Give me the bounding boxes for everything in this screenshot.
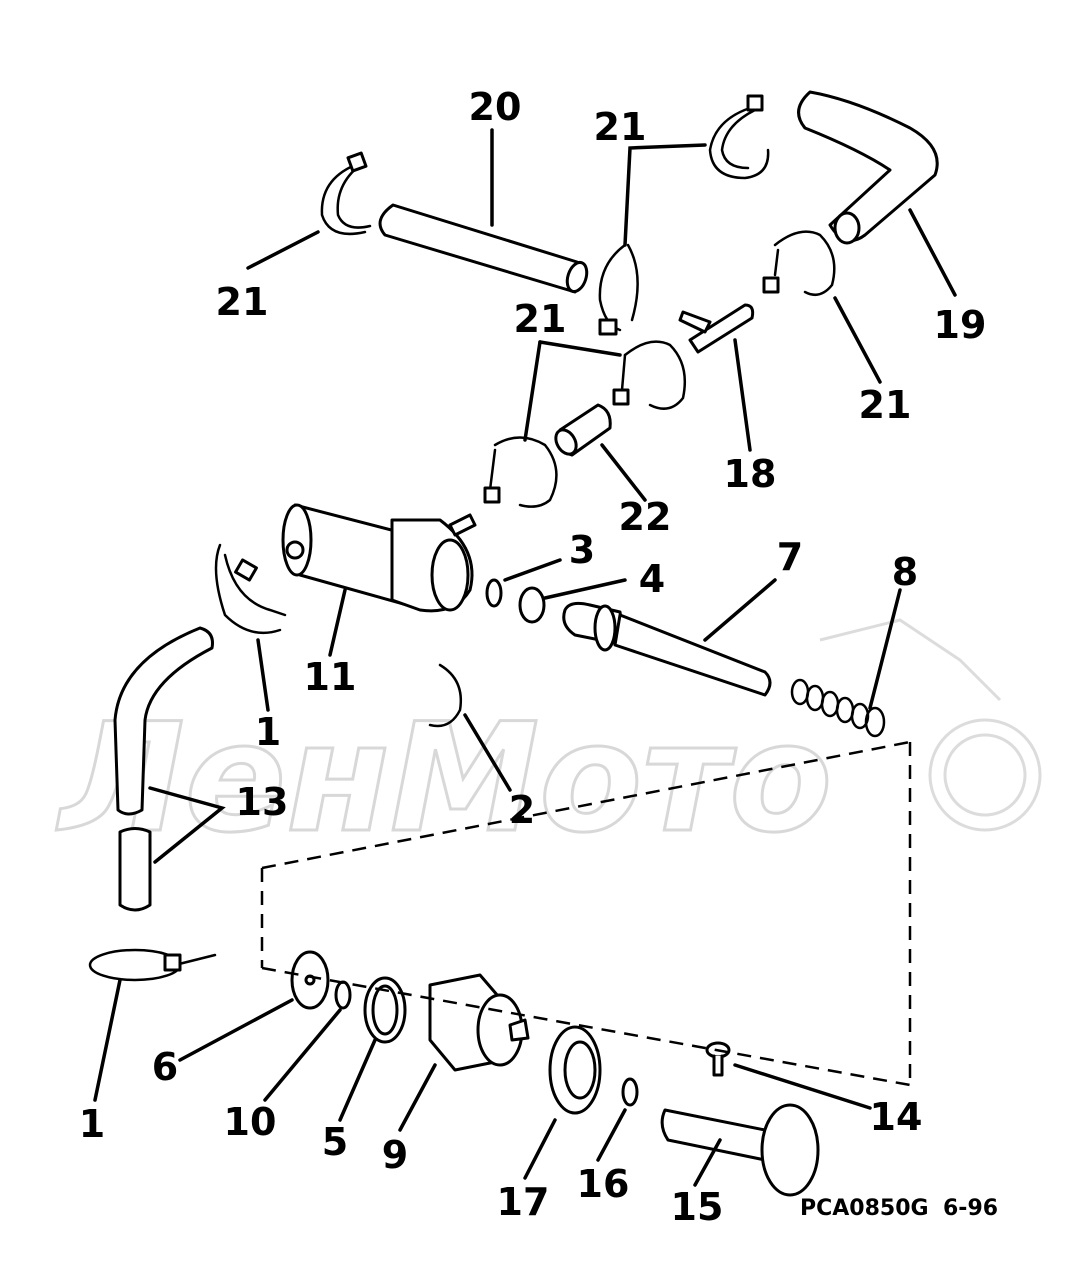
callout-19: 19 <box>934 303 987 347</box>
clamp-part-21-right <box>762 230 836 297</box>
part-code: PCA0850G <box>800 1196 929 1221</box>
callout-1-upper: 1 <box>255 710 281 754</box>
callout-20: 20 <box>469 85 522 129</box>
callout-11: 11 <box>304 655 357 699</box>
callout-10: 10 <box>224 1100 277 1144</box>
callout-18: 18 <box>724 452 777 496</box>
tube-part-20 <box>378 203 589 294</box>
leader-lines <box>93 128 957 1187</box>
callout-16: 16 <box>577 1162 630 1206</box>
callout-21-left: 21 <box>216 280 269 324</box>
date-code: 6-96 <box>943 1196 998 1221</box>
callout-21-right: 21 <box>859 383 912 427</box>
clamp-part-21-left <box>320 151 372 236</box>
clamp-part-21-top <box>708 94 770 180</box>
callout-14: 14 <box>870 1095 923 1139</box>
oring-part-16 <box>621 1077 639 1107</box>
cam-part-17 <box>548 1025 602 1115</box>
sleeve-part-22 <box>554 403 612 457</box>
oring-part-4 <box>518 586 546 624</box>
callout-8: 8 <box>892 550 918 594</box>
valve-part-9 <box>428 973 530 1072</box>
callout-21-top: 21 <box>594 105 647 149</box>
screw-part-14 <box>705 1041 731 1077</box>
hose-part-19 <box>797 90 939 245</box>
watermark-motorcycle-icon <box>819 618 1042 832</box>
clamp-part-1-upper <box>214 543 287 635</box>
clamp-part-21-center <box>612 340 687 410</box>
callouts: 20 21 21 21 19 21 18 22 3 4 7 8 11 1 2 1… <box>79 85 987 1229</box>
callout-7: 7 <box>777 535 803 579</box>
callout-5: 5 <box>322 1120 348 1164</box>
assembly-line-bottom <box>261 966 911 1087</box>
clamp-part-1-lower <box>88 948 217 982</box>
oring-part-10 <box>334 980 352 1010</box>
clip-part-2 <box>428 663 463 728</box>
hose-part-13 <box>113 626 214 912</box>
callout-3: 3 <box>569 528 595 572</box>
callout-21-center: 21 <box>514 297 567 341</box>
callout-13: 13 <box>236 780 289 824</box>
clamp-part-21-lower <box>483 436 558 508</box>
callout-4: 4 <box>639 557 665 601</box>
callout-17: 17 <box>497 1180 550 1224</box>
assembly-line-top <box>261 740 911 870</box>
callout-2: 2 <box>509 788 535 832</box>
body-part-11 <box>281 503 477 613</box>
clamp-part-21-mid <box>598 243 639 336</box>
callout-1-lower: 1 <box>79 1102 105 1146</box>
shaft-part-7 <box>562 601 772 697</box>
oring-part-3 <box>485 578 503 608</box>
callout-15: 15 <box>671 1185 724 1229</box>
spring-part-8 <box>790 678 886 738</box>
fitting-part-18 <box>678 303 755 354</box>
callout-9: 9 <box>382 1133 408 1177</box>
callout-6: 6 <box>152 1045 178 1089</box>
callout-22: 22 <box>619 495 672 539</box>
knob-part-15 <box>660 1103 820 1197</box>
